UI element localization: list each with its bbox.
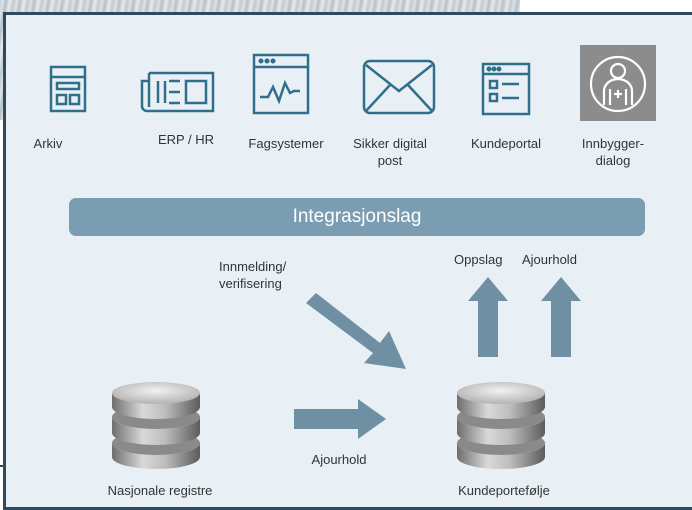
system-label-sikker-line1: Sikker digital [353, 136, 427, 151]
integration-layer-bar: Integrasjonslag [69, 198, 645, 236]
left-divider [0, 465, 4, 467]
pulse-window-icon [252, 53, 310, 115]
customer-portfolio-label: Kundeportefølje [458, 483, 550, 498]
ajourhold-up-arrow [541, 277, 581, 357]
person-icon [580, 45, 656, 121]
customer-portfolio-database-icon [457, 382, 545, 469]
oppslag-up-arrow [468, 277, 508, 357]
innmelding-line1: Innmelding/ [219, 259, 287, 274]
integration-layer-label: Integrasjonslag [292, 206, 422, 227]
system-label-sikker-line2: post [377, 153, 403, 168]
form-window-icon [481, 62, 531, 116]
system-label-innbygger-line1: Innbygger- [581, 136, 645, 151]
ajourhold-up-label: Ajourhold [522, 252, 577, 267]
system-label-innbygger-dialog: Innbygger- dialog [573, 135, 653, 169]
system-label-innbygger-line2: dialog [595, 153, 631, 168]
archive-window-icon [49, 65, 87, 113]
system-label-erp: ERP / HR [157, 132, 215, 147]
system-label-fagsystemer: Fagsystemer [248, 136, 324, 151]
system-label-sikker-digital-post: Sikker digital post [340, 135, 440, 169]
national-registry-database-icon [112, 382, 200, 469]
innmelding-line2: verifisering [219, 276, 282, 291]
national-registry-label: Nasjonale registre [107, 483, 213, 498]
ajourhold-bottom-label: Ajourhold [311, 452, 367, 467]
envelope-icon [362, 59, 436, 115]
newspaper-icon [139, 69, 217, 115]
oppslag-label: Oppslag [454, 252, 503, 267]
ajourhold-right-arrow [294, 399, 386, 439]
diagram-panel: Arkiv ERP / HR Fagsystemer [3, 12, 692, 510]
system-label-kundeportal: Kundeportal [470, 136, 542, 151]
innmelding-label: Innmelding/ verifisering [219, 258, 309, 292]
system-label-arkiv: Arkiv [33, 136, 63, 151]
innmelding-arrow [306, 293, 406, 369]
